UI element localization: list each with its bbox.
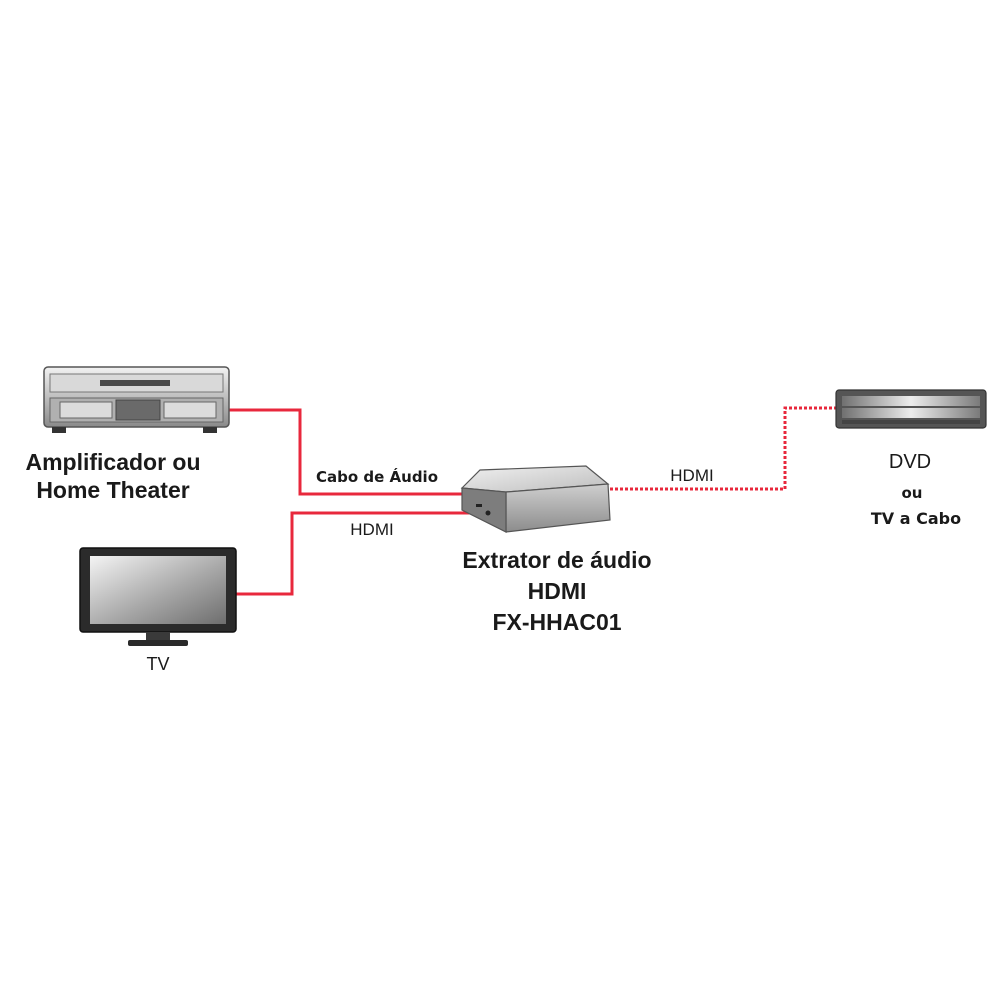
hdmi-tv-cable-label: HDMI: [350, 520, 393, 539]
tv-device: [79, 547, 237, 646]
extractor-label-line2: HDMI: [528, 578, 587, 604]
extractor-device: [460, 465, 611, 533]
amplifier-device: [43, 366, 230, 433]
source-label-line3: TV a Cabo: [871, 509, 961, 528]
tv-label: TV: [146, 654, 169, 674]
extractor-label-line1: Extrator de áudio: [462, 547, 651, 573]
extractor-label-line3: FX-HHAC01: [492, 609, 621, 635]
hdmi-cable-source: [610, 406, 836, 491]
hdmi-source-cable-label: HDMI: [670, 466, 713, 485]
amplifier-label-line2: Home Theater: [36, 477, 189, 503]
source-label-line1: DVD: [889, 451, 931, 473]
audio-cable-label: Cabo de Áudio: [316, 467, 438, 486]
audio-cable: [229, 408, 470, 496]
cables: [229, 406, 836, 596]
amplifier-label-line1: Amplificador ou: [25, 449, 200, 475]
source-label-line2: ou: [902, 484, 923, 502]
dvd-device: [835, 389, 987, 429]
hdmi-cable-tv: [236, 511, 470, 596]
